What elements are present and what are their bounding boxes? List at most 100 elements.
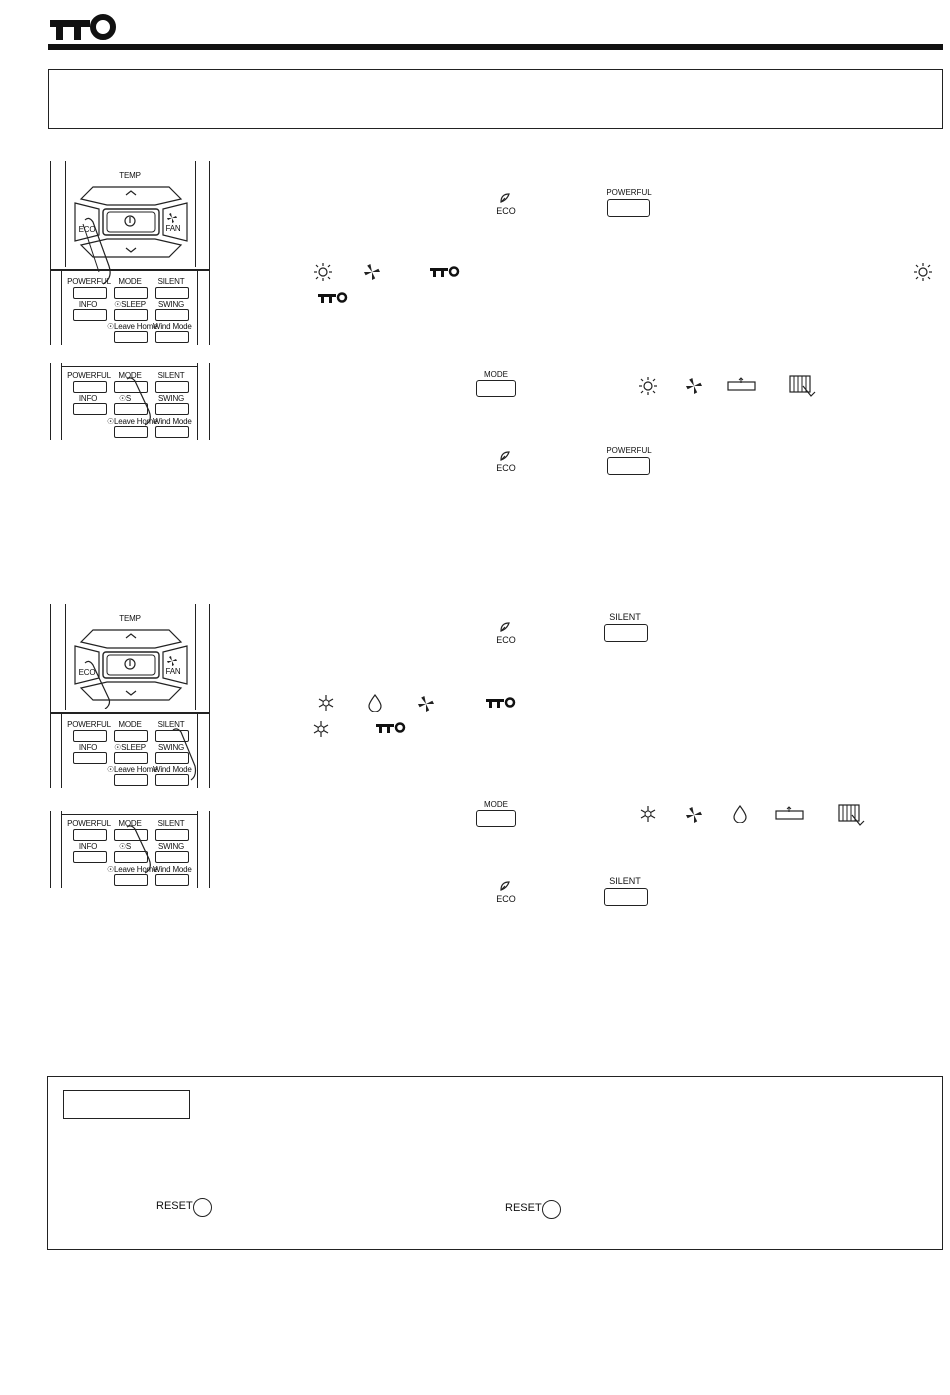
fan-icon (686, 378, 702, 394)
mode-label: MODE (118, 819, 142, 828)
reset-button-icon (193, 1198, 212, 1217)
temp-label: TEMP (119, 614, 141, 623)
leave-home-button[interactable] (114, 874, 148, 886)
info-button[interactable] (73, 403, 107, 415)
reset-label: RESET (505, 1202, 542, 1214)
filter-icon (838, 804, 865, 826)
swing-label: SWING (157, 842, 185, 851)
eco-leaf-icon (500, 622, 510, 632)
powerful-button[interactable] (73, 287, 107, 299)
filter-icon (789, 375, 816, 397)
inline-eco-label: ECO (496, 894, 516, 904)
reset-label: RESET (156, 1200, 193, 1212)
wind-mode-button[interactable] (155, 331, 189, 343)
finger-icon (126, 825, 151, 874)
sleep-label: ☉SLEEP (114, 743, 146, 752)
fan-icon (364, 264, 380, 280)
note-tag (63, 1090, 190, 1119)
silent-button[interactable] (155, 287, 189, 299)
mode-button[interactable] (114, 730, 148, 742)
swing-label: SWING (157, 394, 185, 403)
info-button[interactable] (73, 851, 107, 863)
remote-illustration-2: POWERFUL MODE SILENT INFO ☉S SWING ☉Leav… (50, 363, 210, 440)
sleep-button[interactable] (114, 752, 148, 764)
inline-eco-label: ECO (496, 206, 516, 216)
silent-label: SILENT (157, 277, 185, 286)
info-label: INFO (78, 394, 98, 403)
powerful-button[interactable] (73, 381, 107, 393)
inline-mode-label: MODE (484, 370, 508, 379)
fan-icon (167, 213, 177, 223)
leave-home-label: ☉Leave Home (107, 322, 158, 331)
swing-label: SWING (157, 743, 185, 752)
silent-button[interactable] (155, 381, 189, 393)
temp-label: TEMP (119, 171, 141, 180)
wind-mode-label: Wind Mode (153, 322, 192, 331)
silent-label: SILENT (157, 819, 185, 828)
key-icon (48, 14, 118, 42)
inline-eco-label: ECO (496, 635, 516, 645)
inline-powerful-label: POWERFUL (606, 446, 652, 455)
inline-mode-button (476, 380, 516, 397)
inline-silent-label: SILENT (609, 876, 641, 886)
inline-powerful-button (607, 457, 650, 475)
fan-icon (167, 656, 177, 666)
powerful-label: POWERFUL (67, 371, 111, 380)
leave-home-label: ☉Leave Home (107, 865, 158, 874)
swing-button[interactable] (155, 752, 189, 764)
swing-button[interactable] (155, 403, 189, 415)
eco-label: ECO (78, 668, 96, 677)
power-icon (124, 215, 136, 227)
remote-illustration-4: POWERFUL MODE SILENT INFO ☉S SWING ☉Leav… (50, 811, 210, 888)
dpad[interactable] (71, 622, 191, 708)
wind-mode-icon (727, 377, 756, 391)
silent-button[interactable] (155, 829, 189, 841)
powerful-button[interactable] (73, 829, 107, 841)
reset-button-icon (542, 1200, 561, 1219)
leave-home-button[interactable] (114, 426, 148, 438)
powerful-button[interactable] (73, 730, 107, 742)
eco-label: ECO (78, 225, 96, 234)
inline-silent-button (604, 888, 648, 906)
snowflake-icon (313, 721, 329, 737)
fan-label: FAN (165, 667, 181, 676)
sleep-label: ☉SLEEP (114, 300, 146, 309)
wind-mode-icon (775, 806, 804, 820)
drop-icon (733, 805, 747, 823)
inline-mode-button (476, 810, 516, 827)
remote-illustration-1: TEMP ECO FAN POWERFUL MODE SILENT INFO ☉… (50, 161, 210, 345)
inline-silent-label: SILENT (609, 612, 641, 622)
wind-mode-label: Wind Mode (153, 417, 192, 426)
fan-icon (418, 696, 434, 712)
silent-label: SILENT (157, 720, 185, 729)
sun-icon (314, 263, 332, 281)
sleep-button[interactable] (114, 309, 148, 321)
leave-home-label: ☉Leave Home (107, 765, 158, 774)
leave-home-label: ☉Leave Home (107, 417, 158, 426)
finger-icon (82, 217, 111, 285)
swing-button[interactable] (155, 851, 189, 863)
dpad[interactable] (71, 179, 191, 265)
mode-label: MODE (118, 371, 142, 380)
swing-button[interactable] (155, 309, 189, 321)
leave-home-button[interactable] (114, 331, 148, 343)
wind-mode-button[interactable] (155, 874, 189, 886)
mode-button[interactable] (114, 287, 148, 299)
leave-home-button[interactable] (114, 774, 148, 786)
mode-label: MODE (118, 720, 142, 729)
key-icon (376, 722, 406, 733)
sleep-label: ☉S (118, 842, 132, 851)
info-button[interactable] (73, 752, 107, 764)
info-button[interactable] (73, 309, 107, 321)
key-icon (318, 292, 348, 303)
wind-mode-button[interactable] (155, 426, 189, 438)
powerful-label: POWERFUL (67, 819, 111, 828)
snowflake-icon (640, 806, 656, 822)
key-icon (486, 697, 516, 708)
wind-mode-button[interactable] (155, 774, 189, 786)
inline-eco-label: ECO (496, 463, 516, 473)
finger-icon (172, 728, 197, 781)
silent-button[interactable] (155, 730, 189, 742)
key-icon (430, 266, 460, 277)
remote-illustration-3: TEMP ECO FAN POWERFUL MODE SILENT INFO ☉… (50, 604, 210, 788)
